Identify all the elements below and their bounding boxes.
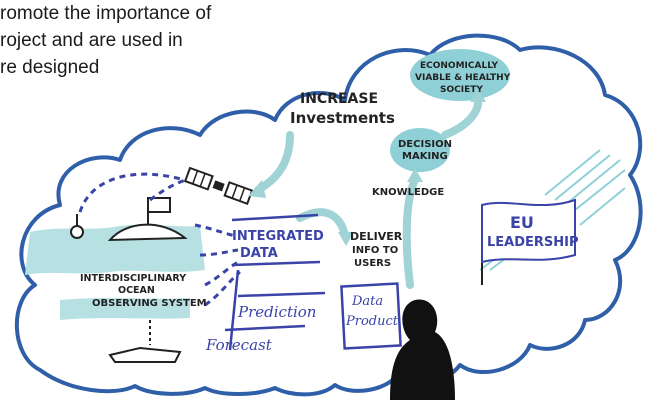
knowledge-arrow — [402, 176, 419, 289]
data-lines — [224, 213, 326, 351]
economy-label-1: ECONOMICALLY — [420, 61, 499, 71]
deliver-label-2: INFO TO — [352, 245, 398, 256]
decision-label-2: MAKING — [402, 151, 448, 162]
observing-label-2: OCEAN — [118, 285, 155, 296]
prediction-label: Prediction — [237, 303, 316, 321]
investment-arrow — [254, 131, 294, 194]
decision-bubble — [390, 128, 450, 172]
decision-arrow — [441, 94, 483, 139]
product-label-2: Product — [345, 314, 399, 329]
eu-label-1: EU — [510, 213, 534, 232]
intro-line-3: re designed — [0, 57, 100, 78]
decision-label-1: DECISION — [398, 139, 452, 150]
invest-label-1: INCREASE — [300, 91, 378, 107]
flag-icon — [147, 197, 171, 213]
knowledge-label: KNOWLEDGE — [372, 187, 444, 198]
deliver-label-1: DELIVER — [350, 230, 403, 243]
eu-label-2: LEADERSHIP — [487, 235, 579, 250]
economy-label-2: VIABLE & HEALTHY — [415, 73, 511, 83]
invest-label-2: Investments — [290, 109, 395, 127]
intro-line-1: romote the importance of — [0, 3, 212, 24]
data-product-card — [340, 282, 402, 350]
person-silhouette — [390, 299, 455, 400]
product-label-1: Data — [351, 294, 383, 309]
ocean-water-lower — [60, 298, 190, 320]
intro-line-2: roject and are used in — [0, 30, 183, 51]
deliver-label-3: USERS — [354, 258, 391, 269]
forecast-label: Forecast — [205, 336, 273, 354]
buoy-icon — [70, 225, 84, 239]
society-bubble — [410, 49, 510, 101]
cloud-outline — [14, 33, 643, 397]
eu-leadership-flag — [481, 198, 576, 285]
observing-label-1: INTERDISCIPLINARY — [80, 273, 186, 284]
intro-text: romote the importance of roject and are … — [0, 0, 340, 81]
boat-icon — [108, 346, 182, 363]
integrated-label-1: INTEGRATED — [232, 229, 324, 244]
economy-label-3: SOCIETY — [440, 85, 483, 95]
observing-label-3: OBSERVING SYSTEM — [92, 298, 207, 309]
hatch-lines — [479, 149, 626, 271]
integrated-label-2: DATA — [240, 246, 278, 261]
satellite-icon — [183, 166, 254, 206]
